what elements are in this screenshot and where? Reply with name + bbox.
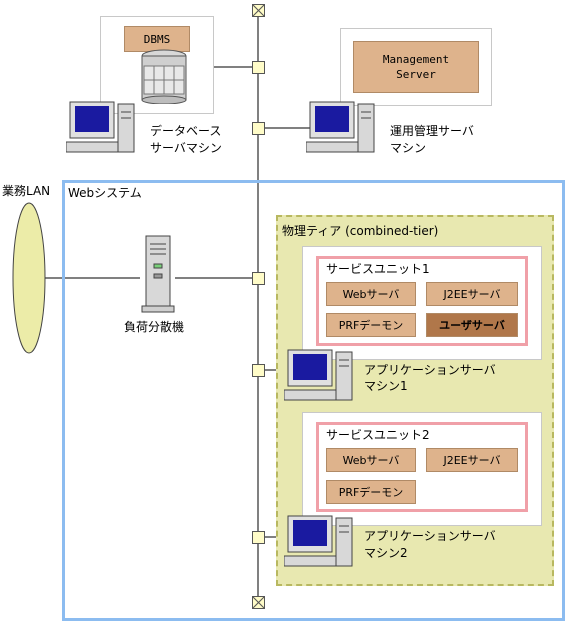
- management-server-component: Management Server: [353, 41, 479, 93]
- app1-machine-label-2: マシン1: [364, 379, 408, 393]
- dbms-label: DBMS: [124, 26, 190, 52]
- bus-terminator-top: [252, 4, 265, 17]
- unit2-j2ee-server: J2EEサーバ: [426, 448, 518, 472]
- app1-connection-node: [252, 364, 265, 377]
- app1-machine-label-1: アプリケーションサーバ: [364, 363, 496, 377]
- unit2-prf-daemon: PRFデーモン: [326, 480, 416, 504]
- lan-segment: [12, 202, 46, 354]
- web-system-label: Webシステム: [68, 186, 142, 200]
- web-system-boundary: [62, 180, 565, 621]
- app2-connection-node: [252, 531, 265, 544]
- unit1-j2ee-server: J2EEサーバ: [426, 282, 518, 306]
- app2-machine-label-1: アプリケーションサーバ: [364, 529, 496, 543]
- load-balancer-icon: [141, 235, 175, 313]
- unit1-prf-daemon: PRFデーモン: [326, 313, 416, 337]
- lan-label: 業務LAN: [2, 184, 51, 198]
- mgmt-computer-icon: [306, 101, 375, 153]
- unit2-web-server: Webサーバ: [326, 448, 416, 472]
- mgmt-label-line2: Server: [396, 68, 436, 81]
- mgmt-connection-node: [252, 122, 265, 135]
- mgmt-machine-label-1: 運用管理サーバ: [390, 124, 474, 138]
- load-balancer-label: 負荷分散機: [124, 320, 185, 334]
- db-machine-label-2: サーバマシン: [150, 141, 222, 155]
- physical-tier-label: 物理ティア (combined-tier): [282, 224, 439, 238]
- lb-connection-node: [252, 272, 265, 285]
- unit1-user-server: ユーザサーバ: [426, 313, 518, 337]
- unit1-title: サービスユニット1: [326, 262, 430, 276]
- bus-terminator-bottom: [252, 596, 265, 609]
- app2-machine-label-2: マシン2: [364, 546, 408, 560]
- mgmt-label-line1: Management: [382, 53, 450, 66]
- app2-computer-icon: [284, 515, 353, 567]
- app1-computer-icon: [284, 349, 353, 401]
- unit1-web-server: Webサーバ: [326, 282, 416, 306]
- db-machine-label-1: データベース: [150, 124, 222, 138]
- db-server-computer-icon: [66, 101, 135, 153]
- unit2-title: サービスユニット2: [326, 428, 430, 442]
- mgmt-machine-label-2: マシン: [390, 141, 427, 155]
- database-icon: [141, 49, 187, 104]
- dbms-connection-node: [252, 61, 265, 74]
